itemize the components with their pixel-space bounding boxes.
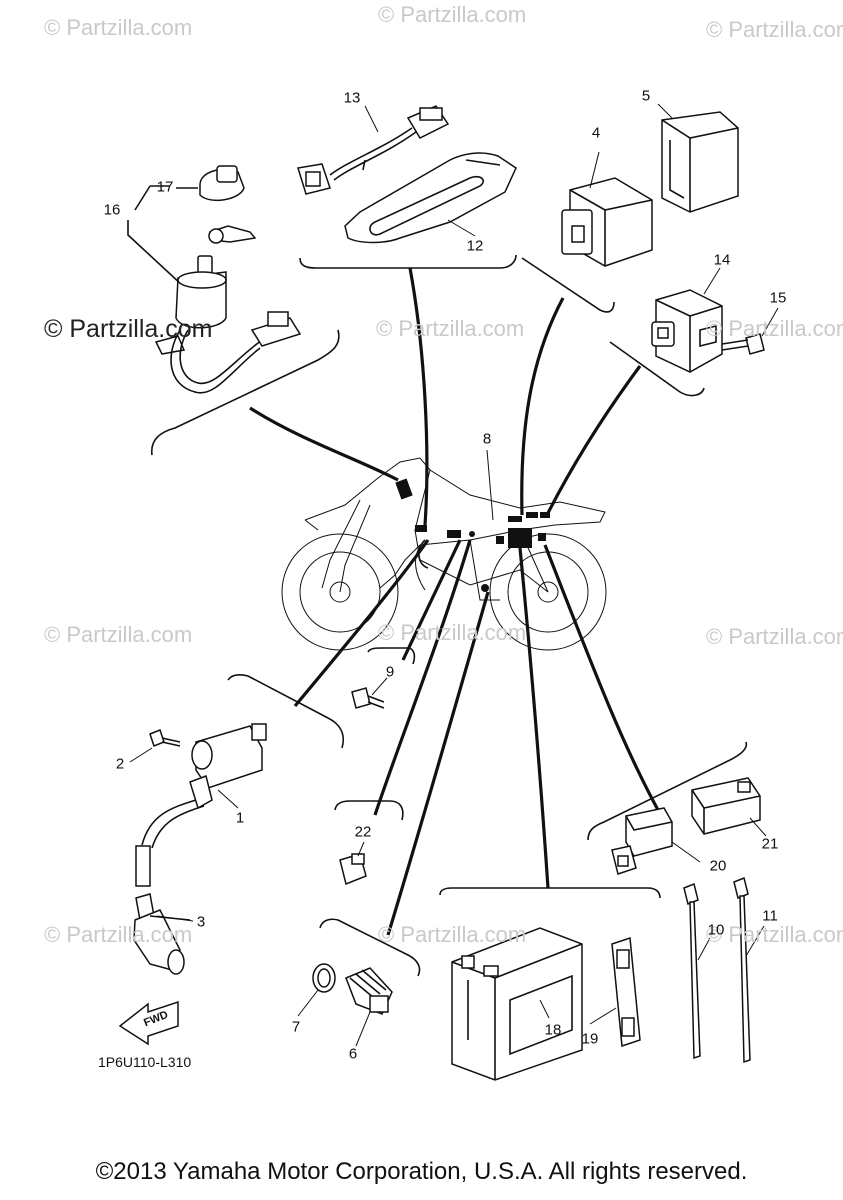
callout-number: 12: [466, 237, 484, 255]
relay-and-bolt: [651, 289, 765, 373]
callout-number: 21: [761, 835, 779, 853]
copyright-footer: ©2013 Yamaha Motor Corporation, U.S.A. A…: [95, 1158, 748, 1185]
callout-number: 3: [196, 913, 206, 931]
watermark-prominent: © Partzilla.com: [44, 315, 213, 343]
bolt-9: [351, 687, 385, 709]
callout-number: 2: [115, 755, 125, 773]
callout-number: 1: [235, 809, 245, 827]
callout-number: 15: [769, 289, 787, 307]
watermark: © Partzilla.com: [376, 316, 525, 341]
callout-number: 9: [385, 663, 395, 681]
watermark: © Partzilla.com: [44, 922, 193, 947]
ignition-coil-assembly: [133, 723, 267, 975]
callout-number: 4: [591, 124, 601, 142]
callout-number: 7: [291, 1018, 301, 1036]
watermark: © Partzilla.com: [378, 2, 527, 27]
wire-lead-and-plate: [297, 105, 517, 244]
cdi-unit: [561, 111, 739, 267]
coupler-22: [339, 853, 367, 886]
leader-lines: [249, 267, 660, 936]
watermark: © Partzilla.com: [44, 622, 193, 647]
callout-number: 17: [156, 178, 174, 196]
diagram-code: 1P6U110-L310: [98, 1054, 192, 1070]
fwd-arrow: [118, 1000, 179, 1046]
callout-number: 8: [482, 430, 492, 448]
watermark: © Partzilla.com: [706, 17, 843, 42]
callout-number: 5: [641, 87, 651, 105]
callout-number: 19: [581, 1030, 599, 1048]
couplers-20-21: [611, 777, 761, 875]
cable-ties: [683, 876, 751, 1064]
callout-number: 13: [343, 89, 361, 107]
motorcycle-outline: [281, 457, 607, 651]
callout-number: 18: [544, 1021, 562, 1039]
watermark: © Partzilla.com: [706, 316, 843, 341]
watermark: © Partzilla.com: [378, 620, 527, 645]
callout-number: 14: [713, 251, 731, 269]
watermark: © Partzilla.com: [378, 922, 527, 947]
callout-number: 6: [348, 1045, 358, 1063]
callout-number: 10: [707, 921, 725, 939]
callout-number: 11: [762, 907, 778, 925]
callout-ticks: [129, 103, 779, 1047]
watermark: © Partzilla.com: [706, 922, 843, 947]
battery: [451, 927, 583, 1081]
callout-number: 16: [103, 201, 121, 219]
watermark: © Partzilla.com: [706, 624, 843, 649]
group-brackets: [150, 254, 748, 977]
main-switch-assembly: [127, 165, 302, 394]
callout-number: 20: [709, 857, 727, 875]
callout-number: 22: [354, 823, 372, 841]
watermark: © Partzilla.com: [44, 15, 193, 40]
battery-band: [611, 936, 641, 1048]
neutral-switch: [312, 963, 393, 1015]
